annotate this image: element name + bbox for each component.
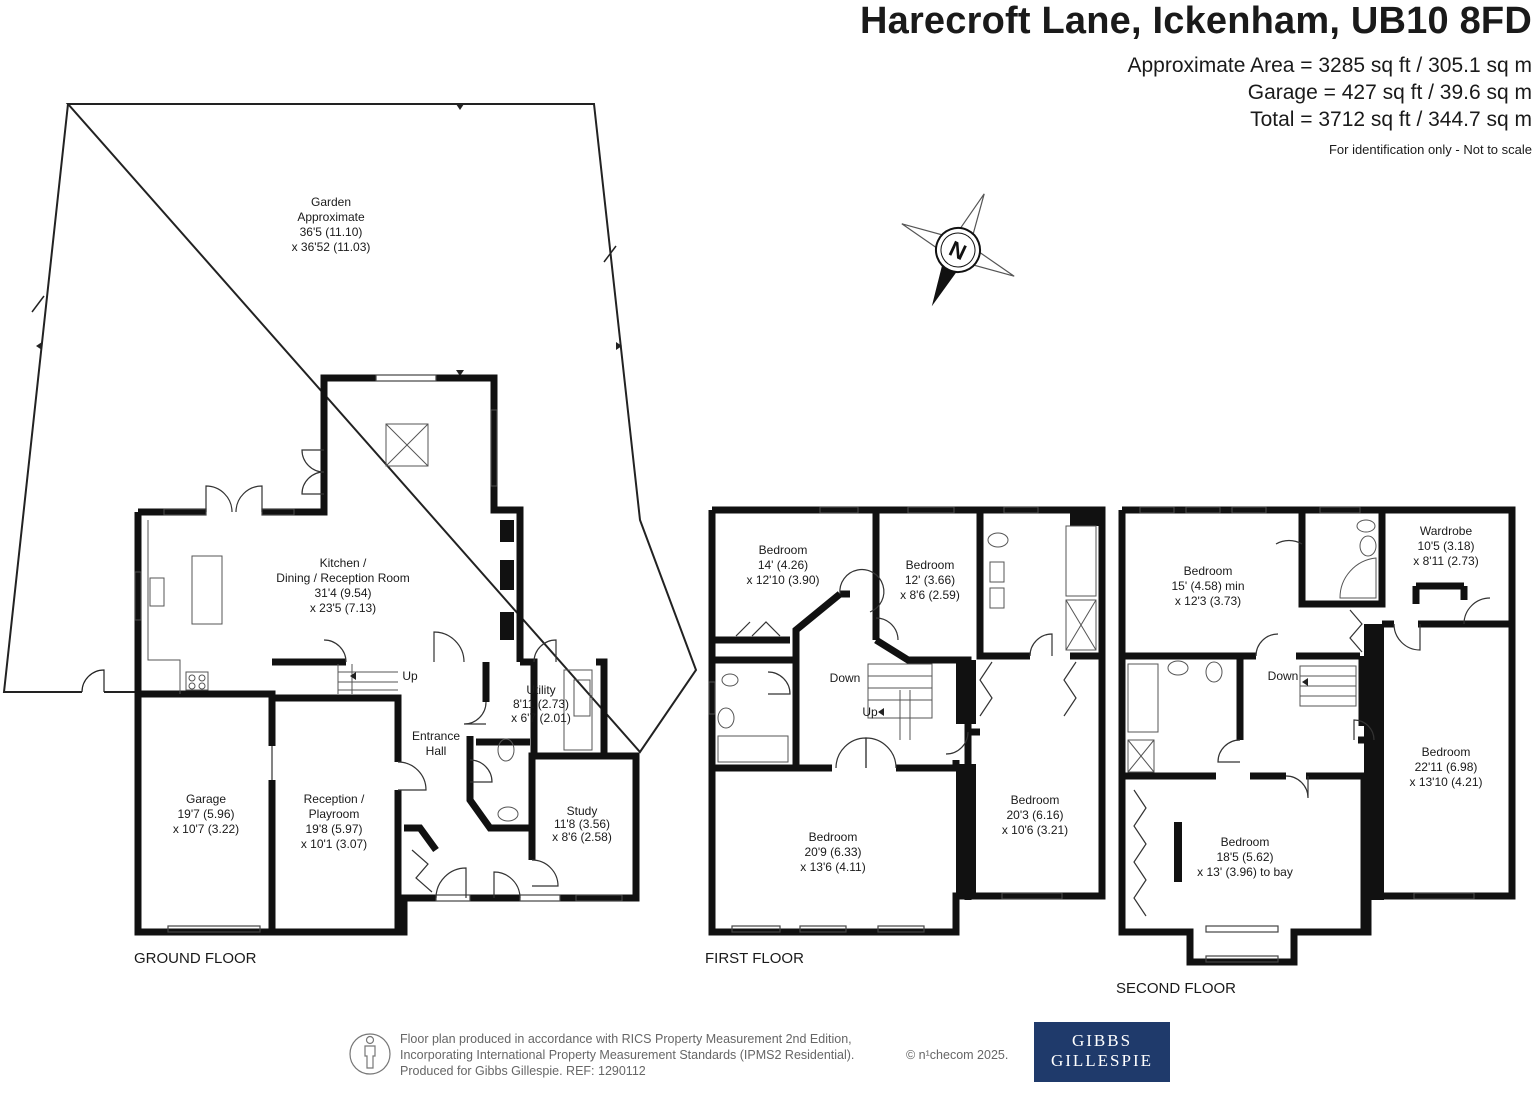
first-floor-label: FIRST FLOOR bbox=[705, 950, 804, 967]
wardrobe-label: Wardrobe 10'5 (3.18) x 8'11 (2.73) bbox=[1413, 524, 1478, 568]
svg-text:36'5 (11.10): 36'5 (11.10) bbox=[300, 225, 363, 239]
svg-text:20'3 (6.16): 20'3 (6.16) bbox=[1007, 808, 1064, 822]
ff-bedroom-3-label: Bedroom 20'9 (6.33) x 13'6 (4.11) bbox=[800, 830, 865, 874]
svg-text:x 8'6 (2.58): x 8'6 (2.58) bbox=[552, 830, 612, 844]
footer-line-3: Produced for Gibbs Gillespie. REF: 12901… bbox=[400, 1064, 646, 1078]
utility-label: Utility 8'11 (2.73) x 6'7 (2.01) bbox=[511, 683, 571, 725]
svg-text:18'5 (5.62): 18'5 (5.62) bbox=[1217, 850, 1274, 864]
garage-area: Garage = 427 sq ft / 39.6 sq m bbox=[1247, 81, 1532, 104]
person-icon bbox=[349, 1033, 391, 1075]
second-floor-label: SECOND FLOOR bbox=[1116, 980, 1236, 997]
garden-boundary-left bbox=[2, 103, 82, 693]
sf-bedroom-3-label: Bedroom 18'5 (5.62) x 13' (3.96) to bay bbox=[1197, 835, 1293, 879]
svg-text:Utility: Utility bbox=[526, 683, 555, 697]
ff-bedroom-2-label: Bedroom 12' (3.66) x 8'6 (2.59) bbox=[900, 558, 960, 602]
svg-text:22'11 (6.98): 22'11 (6.98) bbox=[1415, 760, 1478, 774]
second-floor-doors bbox=[1133, 539, 1491, 917]
gibbs-gillespie-logo: GIBBS GILLESPIE bbox=[1034, 1022, 1170, 1082]
second-floor-fittings bbox=[1127, 519, 1377, 773]
svg-text:x 12'10 (3.90): x 12'10 (3.90) bbox=[746, 573, 819, 587]
svg-text:Dining / Reception Room: Dining / Reception Room bbox=[276, 571, 409, 585]
svg-text:Bedroom: Bedroom bbox=[809, 830, 858, 844]
ff-stairs-down-label: Down bbox=[830, 671, 861, 685]
svg-text:Bedroom: Bedroom bbox=[1422, 745, 1471, 759]
brand-line-2: GILLESPIE bbox=[1050, 1051, 1154, 1070]
brand-line-1: GIBBS bbox=[1071, 1031, 1133, 1050]
svg-text:x 13'10 (4.21): x 13'10 (4.21) bbox=[1409, 775, 1482, 789]
reception-label: Reception / Playroom 19'8 (5.97) x 10'1 … bbox=[301, 792, 367, 851]
ground-floor-windows bbox=[134, 374, 623, 933]
kitchen-label: Kitchen / Dining / Reception Room 31'4 (… bbox=[276, 556, 409, 615]
svg-text:x 8'6 (2.59): x 8'6 (2.59) bbox=[900, 588, 960, 602]
identification-note: For identification only - Not to scale bbox=[1328, 142, 1532, 157]
svg-text:Reception /: Reception / bbox=[304, 792, 365, 806]
garden-boundary bbox=[65, 103, 698, 754]
svg-text:Garage: Garage bbox=[186, 792, 226, 806]
north-compass-icon bbox=[901, 193, 1015, 307]
ff-stairs-up-label: Up bbox=[862, 705, 878, 719]
svg-text:x 10'6 (3.21): x 10'6 (3.21) bbox=[1002, 823, 1068, 837]
svg-text:Bedroom: Bedroom bbox=[1011, 793, 1060, 807]
svg-text:Bedroom: Bedroom bbox=[906, 558, 955, 572]
sf-stairs-down-label: Down bbox=[1268, 669, 1299, 683]
svg-text:x 13' (3.96) to bay: x 13' (3.96) to bay bbox=[1197, 865, 1293, 879]
svg-text:14' (4.26): 14' (4.26) bbox=[758, 558, 808, 572]
footer-line-1: Floor plan produced in accordance with R… bbox=[400, 1032, 852, 1046]
footer-copyright: © n¹checom 2025. bbox=[906, 1048, 1009, 1062]
sf-bedroom-2-label: Bedroom 22'11 (6.98) x 13'10 (4.21) bbox=[1409, 745, 1482, 789]
garage-label: Garage 19'7 (5.96) x 10'7 (3.22) bbox=[173, 792, 239, 836]
svg-text:Kitchen /: Kitchen / bbox=[320, 556, 367, 570]
svg-text:Bedroom: Bedroom bbox=[1184, 564, 1233, 578]
first-floor-fittings bbox=[717, 525, 1097, 763]
svg-text:Approximate: Approximate bbox=[297, 210, 365, 224]
second-floor-windows bbox=[1139, 506, 1475, 963]
svg-text:19'7 (5.96): 19'7 (5.96) bbox=[178, 807, 235, 821]
svg-text:Bedroom: Bedroom bbox=[759, 543, 808, 557]
entrance-hall-label: Entrance Hall bbox=[412, 729, 460, 758]
approximate-area: Approximate Area = 3285 sq ft / 305.1 sq… bbox=[1127, 54, 1533, 77]
svg-text:x 10'1 (3.07): x 10'1 (3.07) bbox=[301, 837, 367, 851]
svg-text:Entrance: Entrance bbox=[412, 729, 460, 743]
svg-text:20'9 (6.33): 20'9 (6.33) bbox=[805, 845, 862, 859]
second-floor-walls bbox=[1118, 506, 1516, 966]
svg-text:x 8'11 (2.73): x 8'11 (2.73) bbox=[1413, 554, 1478, 568]
ground-floor-columns bbox=[500, 520, 514, 640]
svg-text:Wardrobe: Wardrobe bbox=[1420, 524, 1473, 538]
svg-text:15' (4.58) min: 15' (4.58) min bbox=[1172, 579, 1245, 593]
svg-text:Bedroom: Bedroom bbox=[1221, 835, 1270, 849]
svg-text:Hall: Hall bbox=[426, 744, 447, 758]
study-label: Study 11'8 (3.56) x 8'6 (2.58) bbox=[552, 804, 612, 844]
svg-text:19'8 (5.97): 19'8 (5.97) bbox=[306, 822, 363, 836]
svg-text:x 23'5 (7.13): x 23'5 (7.13) bbox=[310, 601, 376, 615]
svg-text:x 13'6 (4.11): x 13'6 (4.11) bbox=[800, 860, 865, 874]
total-area: Total = 3712 sq ft / 344.7 sq m bbox=[1250, 108, 1532, 131]
svg-text:Study: Study bbox=[567, 804, 598, 818]
svg-text:11'8 (3.56): 11'8 (3.56) bbox=[554, 817, 610, 831]
svg-text:Playroom: Playroom bbox=[309, 807, 360, 821]
ff-bedroom-4-label: Bedroom 20'3 (6.16) x 10'6 (3.21) bbox=[1002, 793, 1068, 837]
ground-floor-label: GROUND FLOOR bbox=[134, 950, 257, 967]
property-title: Harecroft Lane, Ickenham, UB10 8FD bbox=[859, 0, 1532, 42]
stairs-up-label: Up bbox=[402, 669, 418, 683]
svg-text:Garden: Garden bbox=[311, 195, 351, 209]
svg-text:31'4 (9.54): 31'4 (9.54) bbox=[315, 586, 372, 600]
svg-text:x 12'3 (3.73): x 12'3 (3.73) bbox=[1175, 594, 1241, 608]
svg-text:10'5 (3.18): 10'5 (3.18) bbox=[1418, 539, 1475, 553]
ground-floor-fittings bbox=[147, 423, 593, 822]
svg-text:x 6'7 (2.01): x 6'7 (2.01) bbox=[511, 711, 571, 725]
garden-label: Garden Approximate 36'5 (11.10) x 36'52 … bbox=[292, 195, 371, 254]
ground-floor-doors bbox=[205, 449, 559, 899]
sf-bedroom-1-label: Bedroom 15' (4.58) min x 12'3 (3.73) bbox=[1172, 564, 1245, 608]
svg-text:8'11 (2.73): 8'11 (2.73) bbox=[513, 697, 569, 711]
svg-text:12' (3.66): 12' (3.66) bbox=[905, 573, 955, 587]
ff-bedroom-1-label: Bedroom 14' (4.26) x 12'10 (3.90) bbox=[746, 543, 819, 587]
footer-line-2: Incorporating International Property Mea… bbox=[400, 1048, 855, 1062]
svg-text:x 10'7 (3.22): x 10'7 (3.22) bbox=[173, 822, 239, 836]
svg-text:x 36'52 (11.03): x 36'52 (11.03) bbox=[292, 240, 371, 254]
first-floor-windows bbox=[708, 506, 1063, 933]
first-floor-doors bbox=[735, 568, 1077, 769]
ground-floor-walls bbox=[134, 374, 640, 936]
